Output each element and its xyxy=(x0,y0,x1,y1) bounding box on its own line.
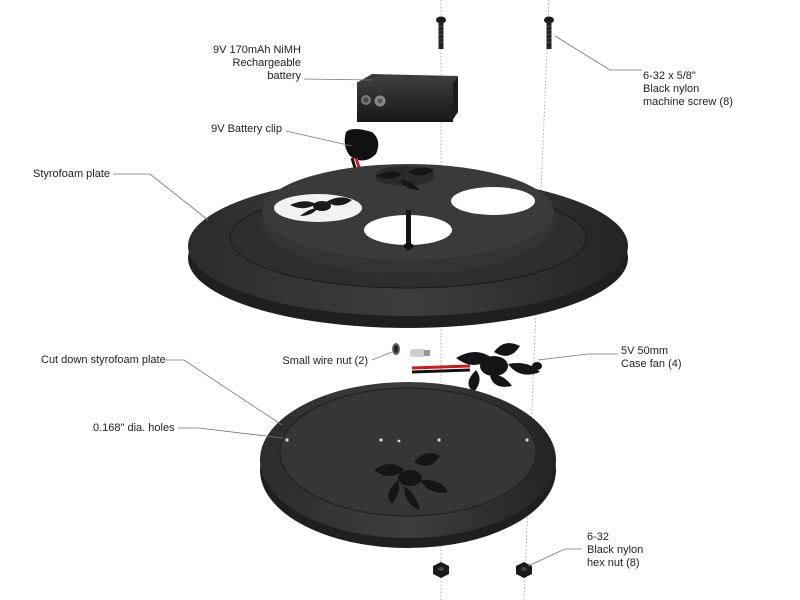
battery-9v xyxy=(357,74,458,122)
leader-cut-down-plate xyxy=(166,359,283,426)
wire-nut-label: Small wire nut (2) xyxy=(282,355,368,367)
machine-screw-right xyxy=(544,16,554,49)
battery-clip-label: 9V Battery clip xyxy=(211,123,282,135)
leader-lines xyxy=(113,35,642,567)
hex-nut-right xyxy=(516,562,532,578)
fan-visible-rear xyxy=(375,166,435,190)
holes-label: 0.168" dia. holes xyxy=(93,422,175,434)
leader-holes xyxy=(178,427,284,439)
fan-visible-left xyxy=(290,197,352,216)
styrofoam-plate xyxy=(188,164,628,328)
machine-screw-left xyxy=(436,16,446,49)
small-wire-nut xyxy=(392,343,430,357)
case-fan xyxy=(411,343,542,392)
fan-label: 5V 50mm Case fan (4) xyxy=(621,345,682,370)
battery-label: 9V 170mAh NiMH Rechargeable battery xyxy=(212,44,301,82)
leader-styrofoam-plate xyxy=(113,173,209,221)
leader-fan xyxy=(537,353,618,361)
leader-screw xyxy=(554,35,642,71)
cut-down-plate-label: Cut down styrofoam plate xyxy=(41,354,166,366)
mounting-holes xyxy=(285,438,529,443)
leader-clip xyxy=(285,130,353,147)
fan-bottom xyxy=(374,453,448,510)
styrofoam-plate-label: Styrofoam plate xyxy=(33,168,111,180)
leader-wire-nut xyxy=(371,351,393,361)
cut-down-styrofoam-plate xyxy=(260,382,556,548)
hex-nut-left xyxy=(433,562,449,578)
leader-battery xyxy=(303,78,373,81)
screw-label: 6-32 x 5/8" Black nylon machine screw (8… xyxy=(643,70,733,108)
hex-nut-label: 6-32 Black nylon hex nut (8) xyxy=(587,531,644,569)
leader-hex-nut xyxy=(527,548,582,567)
